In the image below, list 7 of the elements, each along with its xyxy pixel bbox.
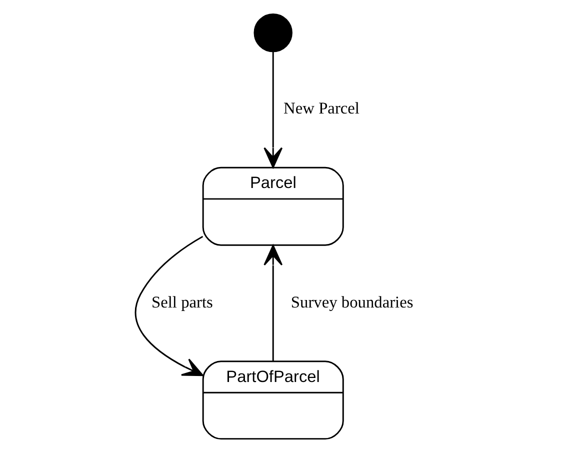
edge-label: Sell parts (151, 292, 212, 312)
arrow (263, 244, 282, 361)
arrow (134, 236, 203, 376)
edge-label: Survey boundaries (290, 292, 413, 312)
node-circle (253, 13, 292, 52)
arrow (263, 52, 282, 168)
edge-label: New Parcel (283, 98, 359, 118)
